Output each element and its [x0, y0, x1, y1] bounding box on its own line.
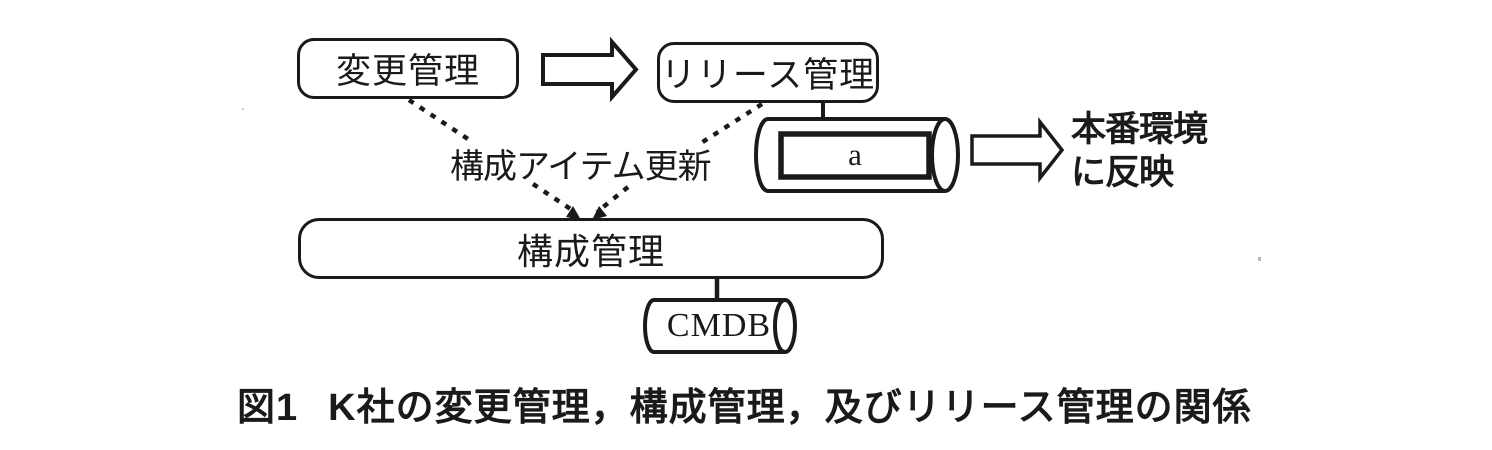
arrowhead-left-icon [566, 206, 581, 220]
label-cmdb: CMDB [666, 306, 772, 344]
figure-caption-text: K社の変更管理，構成管理，及びリリース管理の関係 [328, 387, 1252, 429]
dotted-line-change-to-config-upper [407, 98, 476, 145]
block-arrow-production-icon [970, 116, 1065, 184]
node-change-management-label: 変更管理 [335, 52, 480, 91]
figure-caption: 図1 K社の変更管理，構成管理，及びリリース管理の関係 [237, 376, 1252, 431]
cylinder-cmdb-cap-icon [773, 298, 786, 354]
node-change-management: 変更管理 [297, 38, 519, 99]
scan-speck [1258, 257, 1261, 261]
cylinder-release-unit-cap-icon [930, 117, 946, 193]
dotted-line-change-to-config-lower [531, 182, 577, 214]
node-release-management: リリース管理 [657, 42, 879, 103]
label-release-unit-a: a [848, 136, 862, 172]
release-unit-inner-box [778, 131, 932, 180]
block-arrow-right-icon [541, 36, 639, 103]
label-apply-to-production-line2: に反映 [1071, 153, 1174, 192]
node-configuration-management-label: 構成管理 [516, 231, 665, 272]
dotted-line-release-to-config-lower [595, 185, 630, 214]
arrowhead-right-icon [592, 206, 607, 220]
node-release-management-label: リリース管理 [660, 56, 876, 95]
dotted-line-release-to-config-upper [699, 102, 764, 145]
label-configuration-item-update: 構成アイテム更新 [450, 149, 712, 186]
label-apply-to-production-line1: 本番環境 [1071, 110, 1208, 149]
label-apply-to-production: 本番環境 に反映 [1071, 108, 1208, 194]
scan-speck [242, 108, 244, 110]
figure-caption-number: 図1 [237, 387, 299, 429]
node-configuration-management: 構成管理 [298, 218, 884, 279]
